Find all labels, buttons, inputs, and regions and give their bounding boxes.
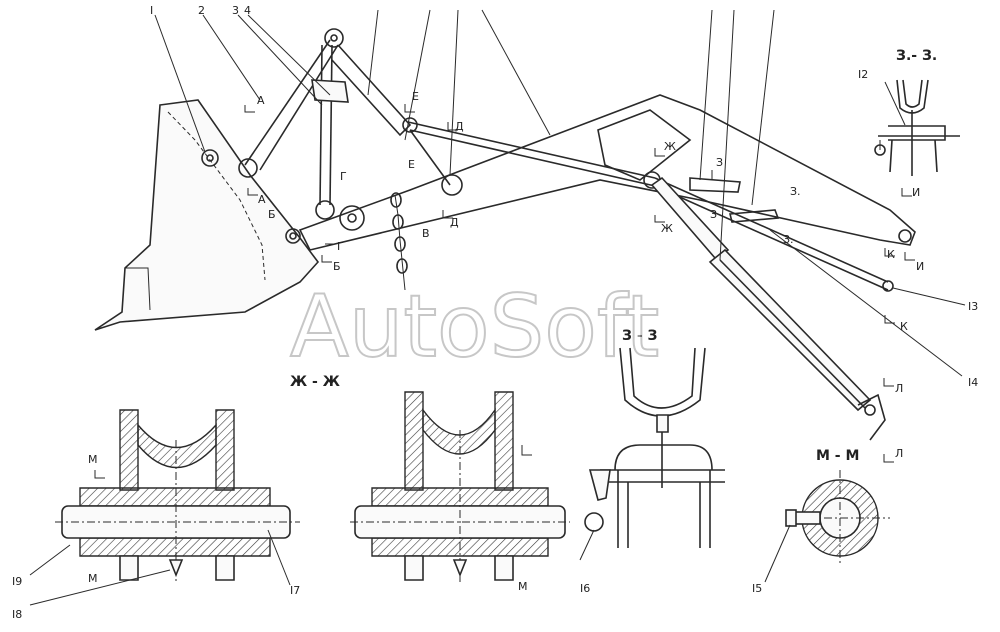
mark-G1: Г (340, 170, 347, 183)
section-title-zz-top: З.- З. (896, 48, 937, 64)
section-title-mm: М - М (816, 448, 859, 464)
mark-K1: К (887, 248, 895, 261)
mark-M1: М (88, 453, 98, 466)
section-zz: З - З (579, 328, 725, 561)
mark-D2: Д (450, 216, 459, 229)
callout-19: I9 (12, 575, 22, 588)
callout-15: I5 (752, 582, 762, 595)
mark-M2: М (88, 572, 98, 585)
loader-assembly (94, 28, 916, 441)
pin-section-left: М М (29, 409, 300, 606)
section-mm: М - М (764, 448, 890, 583)
mark-K2: К (900, 320, 908, 333)
callout-18: I8 (12, 608, 22, 621)
mark-L1: Л (895, 382, 903, 395)
mark-D1: Д (455, 120, 464, 133)
mark-B1: Б (268, 208, 276, 221)
mark-I1: И (912, 186, 920, 199)
mark-Z1: З (716, 156, 723, 169)
mark-M3: М (518, 580, 528, 593)
callout-1: I (150, 4, 153, 17)
watermark: AutoSoft (290, 277, 659, 377)
mark-Zh1: Ж (664, 140, 676, 153)
bucket (94, 99, 320, 331)
section-zz-top: З.- З. (874, 48, 960, 176)
section-title-zz: З - З (622, 328, 658, 344)
mark-E1: Е (412, 90, 419, 103)
mark-A1: А (257, 94, 265, 107)
mark-V: В (422, 227, 430, 240)
mark-Z3: З. (790, 185, 801, 198)
mark-I2: И (916, 260, 924, 273)
callout-13: I3 (968, 300, 978, 313)
mark-E2: Е (408, 158, 415, 171)
callout-4: 4 (244, 4, 251, 17)
mark-A2: А (258, 193, 266, 206)
mark-L2: Л (895, 447, 903, 460)
section-marks: А А Б Б В Г Г Е Е Д Д Ж Ж З З З. З. И И … (244, 90, 924, 463)
callout-14: I4 (968, 376, 978, 389)
callout-2: 2 (198, 4, 205, 17)
mark-Zh2: Ж (661, 222, 673, 235)
mark-B2: Б (333, 260, 341, 273)
callout-12: I2 (858, 68, 868, 81)
mark-Z4: З. (783, 233, 794, 246)
mark-Z2: З (710, 208, 717, 221)
callout-17: I7 (290, 584, 300, 597)
pin-section-right: М (350, 391, 570, 593)
callout-16: I6 (580, 582, 590, 595)
section-title-zhzh: Ж - Ж (290, 374, 340, 390)
callout-3: 3 (232, 4, 239, 17)
mark-G2: Г (337, 240, 344, 253)
leader-lines (154, 9, 966, 377)
